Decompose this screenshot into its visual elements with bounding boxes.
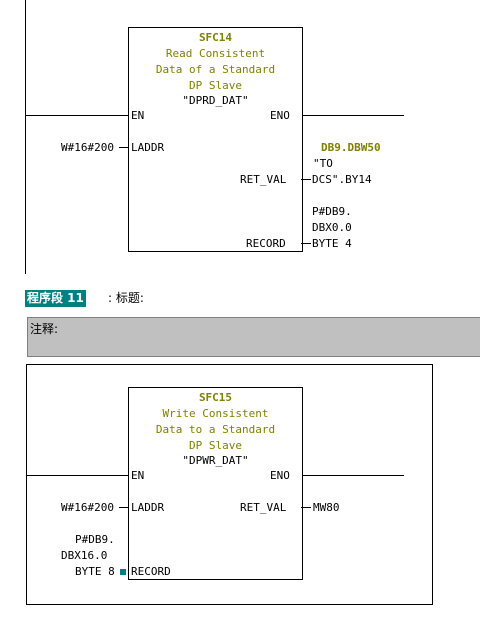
rung-en-line [26,475,129,476]
comment-box[interactable]: 注释: [27,317,480,357]
pin-laddr[interactable]: LADDR [131,141,165,154]
laddr-operand[interactable]: W#16#200 [61,501,114,514]
record-operand-line2[interactable]: DBX0.0 [312,221,352,234]
record-selection-marker [120,569,126,575]
ret-val-wire [301,179,311,180]
pin-eno[interactable]: ENO [270,109,290,122]
block-desc-line3: DP Slave [189,79,242,92]
pin-en[interactable]: EN [131,109,145,122]
ret-val-wire [301,507,311,508]
rung-eno-line [302,475,404,476]
record-operand-line1[interactable]: P#DB9. [312,205,352,218]
ret-val-symbol-line2[interactable]: DCS".BY14 [312,173,372,186]
network-11-label[interactable]: 程序段 11 [25,290,86,307]
ret-val-address[interactable]: DB9.DBW50 [321,141,381,154]
laddr-wire [119,507,129,508]
frame-right [432,364,433,605]
block-name: SFC14 [198,31,233,44]
sfc14-block[interactable] [128,27,303,252]
block-symbol: "DPWR_DAT" [182,454,249,467]
block-symbol: "DPRD_DAT" [182,94,249,107]
frame-bottom [26,604,433,605]
record-operand-line2[interactable]: DBX16.0 [61,549,108,562]
ret-val-operand[interactable]: MW80 [313,501,340,514]
frame-left [26,364,27,605]
laddr-wire [119,147,129,148]
comment-label: 注释: [30,322,59,336]
frame-top [26,364,433,365]
rung-eno-line [302,115,404,116]
pin-record[interactable]: RECORD [131,565,171,578]
pin-record[interactable]: RECORD [246,237,286,250]
block-desc-line2: Data of a Standard [155,63,276,76]
pin-ret-val[interactable]: RET_VAL [240,501,287,514]
record-operand-line1[interactable]: P#DB9. [75,533,115,546]
block-desc-line3: DP Slave [189,439,242,452]
ret-val-symbol-line1[interactable]: "TO [313,157,333,170]
pin-en[interactable]: EN [131,469,145,482]
block-desc-line1: Write Consistent [162,407,269,420]
record-wire [301,243,311,244]
record-operand-line3[interactable]: BYTE 8 [75,565,115,578]
pin-ret-val[interactable]: RET_VAL [240,173,287,186]
pin-eno[interactable]: ENO [270,469,290,482]
block-desc-line2: Data to a Standard [155,423,276,436]
pin-laddr[interactable]: LADDR [131,501,165,514]
network-11-title[interactable]: : 标题: [108,291,144,305]
rung-en-line [25,115,129,116]
sfc15-block[interactable] [128,387,303,580]
block-name: SFC15 [198,391,233,404]
record-operand-line3[interactable]: BYTE 4 [312,237,352,250]
laddr-operand[interactable]: W#16#200 [61,141,114,154]
power-rail-left [25,0,26,274]
block-desc-line1: Read Consistent [165,47,266,60]
